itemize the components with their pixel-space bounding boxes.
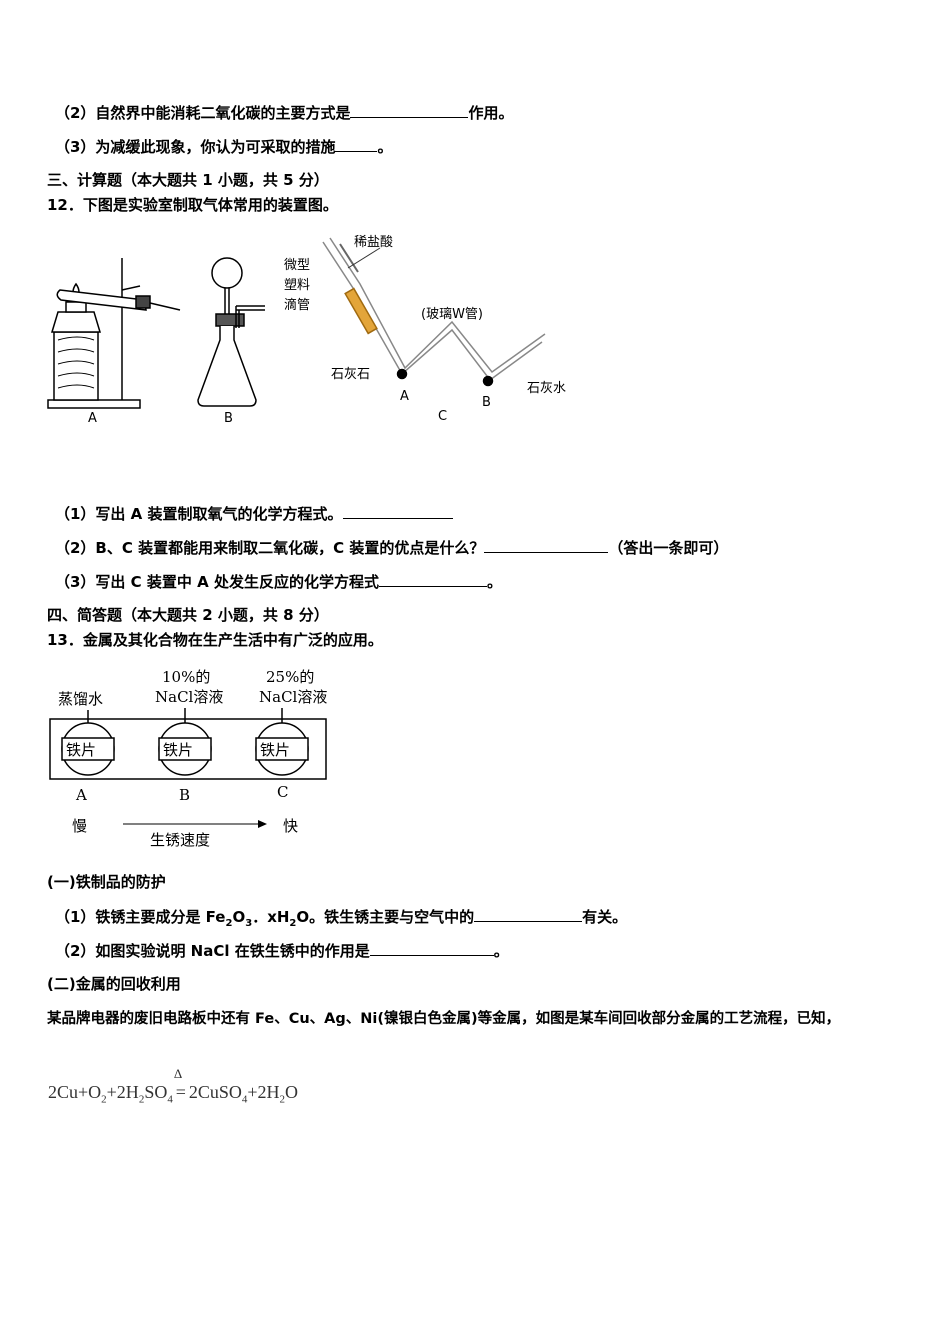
fig13-label-a: A bbox=[76, 786, 87, 804]
label-limestone: 石灰石 bbox=[331, 367, 371, 382]
delta-symbol: Δ bbox=[173, 1066, 183, 1081]
apparatus-b bbox=[197, 257, 265, 407]
eq-sub: 2 bbox=[101, 1093, 107, 1106]
subscript: 3 bbox=[245, 918, 253, 929]
label-distilled-water: 蒸馏水 bbox=[58, 690, 104, 708]
q12-part2: （2）B、C 装置都能用来制取二氧化碳，C 装置的优点是什么？ （答出一条即可） bbox=[55, 537, 728, 558]
answer-blank[interactable] bbox=[335, 136, 378, 152]
label-dropper-2: 塑料 bbox=[284, 278, 311, 293]
eq-sub: 2 bbox=[279, 1093, 286, 1106]
q13-sub2-suffix: 。 bbox=[493, 942, 509, 960]
q12-apparatus-figure bbox=[47, 237, 546, 409]
apparatus-c bbox=[322, 237, 546, 387]
q12-stem: 12．下图是实验室制取气体常用的装置图。 bbox=[47, 196, 338, 214]
q12-part1: （1）写出 A 装置制取氧气的化学方程式。 bbox=[55, 503, 453, 524]
q12-part3-suffix: 。 bbox=[486, 573, 502, 591]
label-rust-rate: 生锈速度 bbox=[150, 831, 211, 849]
eq-sub: 4 bbox=[167, 1093, 173, 1106]
q12-part2-text: （2）B、C 装置都能用来制取二氧化碳，C 装置的优点是什么？ bbox=[55, 539, 485, 557]
label-nacl25-line2: NaCl溶液 bbox=[259, 688, 328, 706]
label-nacl10-line2: NaCl溶液 bbox=[155, 688, 224, 706]
apparatus-a bbox=[47, 258, 181, 409]
q12-part2-suffix: （答出一条即可） bbox=[608, 539, 729, 557]
eq-heat-sign: Δ= bbox=[173, 1066, 186, 1102]
fig13-label-c: C bbox=[277, 783, 289, 801]
q13-rust-experiment-figure bbox=[49, 708, 327, 828]
answer-blank[interactable] bbox=[369, 940, 494, 956]
fig-label-b: B bbox=[224, 411, 233, 426]
eq-term: +2H bbox=[247, 1082, 280, 1102]
label-dropper-1: 微型 bbox=[284, 258, 311, 273]
eq-term: O bbox=[285, 1082, 298, 1102]
q12-part3-text: （3）写出 C 装置中 A 处发生反应的化学方程式 bbox=[55, 573, 379, 591]
q13-sub1: （1）铁锈主要成分是 Fe2O3．xH2O。铁生锈主要与空气中的有关。 bbox=[55, 906, 627, 934]
q11-part2: （2）自然界中能消耗二氧化碳的主要方式是 作用。 bbox=[55, 102, 513, 123]
q12-part3: （3）写出 C 装置中 A 处发生反应的化学方程式 。 bbox=[55, 571, 502, 592]
q13-sub1-text-4: O。铁生锈主要与空气中的 bbox=[296, 908, 475, 926]
fig13-label-b: B bbox=[179, 786, 191, 804]
label-dilute-hcl: 稀盐酸 bbox=[354, 235, 394, 250]
q13-sub1-text: （1）铁锈主要成分是 Fe bbox=[55, 908, 226, 926]
label-nacl25-line1: 25%的 bbox=[266, 668, 315, 686]
q13-sub1-suffix: 有关。 bbox=[582, 908, 628, 926]
eq-term: 2CuSO bbox=[188, 1082, 242, 1102]
q13-sub2-text: （2）如图实验说明 NaCl 在铁生锈中的作用是 bbox=[55, 942, 370, 960]
eq-sub: 4 bbox=[241, 1093, 248, 1106]
label-limewater: 石灰水 bbox=[527, 381, 567, 396]
q11-part2-text: （2）自然界中能消耗二氧化碳的主要方式是 bbox=[55, 104, 351, 122]
eq-term: 2Cu+O bbox=[48, 1082, 102, 1102]
section-3-title: 三、计算题（本大题共 1 小题，共 5 分） bbox=[47, 171, 329, 189]
q13-sub1-text-2: O bbox=[232, 908, 246, 926]
q11-part3-suffix: 。 bbox=[377, 138, 393, 156]
label-iron-c: 铁片 bbox=[260, 741, 291, 759]
q11-part3-text: （3）为减缓此现象，你认为可采取的措施 bbox=[55, 138, 336, 156]
q13-part2-title: (二)金属的回收利用 bbox=[47, 975, 181, 993]
q13-part1-title: (一)铁制品的防护 bbox=[47, 873, 166, 891]
eq-term: +2H bbox=[106, 1082, 139, 1102]
q13-intro: 某品牌电器的废旧电路板中还有 Fe、Cu、Ag、Ni(镍银白色金属)等金属，如图… bbox=[47, 1011, 841, 1027]
label-nacl10-line1: 10%的 bbox=[162, 668, 211, 686]
answer-blank[interactable] bbox=[484, 537, 609, 553]
label-point-b: B bbox=[482, 395, 491, 410]
label-fast: 快 bbox=[283, 817, 299, 835]
label-point-a: A bbox=[400, 389, 409, 404]
fig-label-a: A bbox=[88, 411, 97, 426]
subscript: 2 bbox=[225, 918, 233, 929]
eq-term: SO bbox=[144, 1082, 168, 1102]
label-slow: 慢 bbox=[72, 817, 88, 835]
q13-stem: 13．金属及其化合物在生产生活中有广泛的应用。 bbox=[47, 631, 383, 649]
fig-label-c: C bbox=[438, 409, 448, 424]
label-iron-a: 铁片 bbox=[66, 741, 97, 759]
answer-blank[interactable] bbox=[350, 102, 469, 118]
answer-blank[interactable] bbox=[342, 503, 453, 519]
eq-sub: 2 bbox=[138, 1093, 145, 1106]
q13-sub2: （2）如图实验说明 NaCl 在铁生锈中的作用是 。 bbox=[55, 940, 509, 961]
label-iron-b: 铁片 bbox=[163, 741, 194, 759]
answer-blank[interactable] bbox=[474, 906, 583, 922]
section-4-title: 四、简答题（本大题共 2 小题，共 8 分） bbox=[47, 606, 329, 624]
q13-sub1-text-3: ．xH bbox=[252, 908, 290, 926]
subscript: 2 bbox=[289, 918, 297, 929]
q12-part1-text: （1）写出 A 装置制取氧气的化学方程式。 bbox=[55, 505, 343, 523]
q11-part2-suffix: 作用。 bbox=[468, 104, 514, 122]
label-w-tube: (玻璃W管) bbox=[421, 307, 483, 322]
q11-part3: （3）为减缓此现象，你认为可采取的措施 。 bbox=[55, 136, 392, 157]
answer-blank[interactable] bbox=[378, 571, 487, 587]
label-dropper-3: 滴管 bbox=[284, 298, 311, 313]
